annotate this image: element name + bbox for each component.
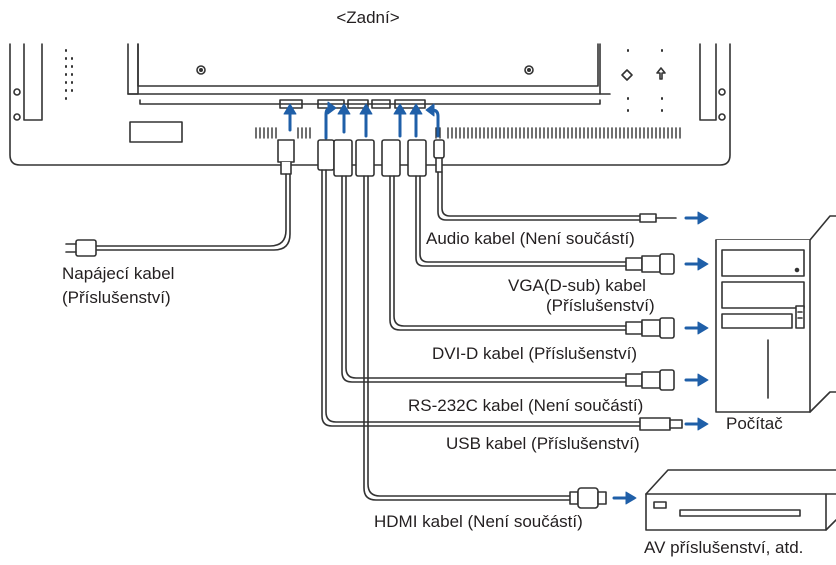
rs232c-cable-label: RS-232C kabel (Není součástí) [408,396,644,415]
dvi-cable-label: DVI-D kabel (Příslušenství) [432,344,637,363]
cable-end-connectors [569,213,683,509]
cable-runs [95,169,641,501]
pc-tower [715,215,836,413]
vent-grille [255,127,681,139]
panel-dots [65,49,663,112]
power-cable-label-2: (Příslušenství) [62,288,171,307]
device-arrows [612,211,709,505]
vga-cable-label-2: (Příslušenství) [546,296,655,315]
av-device [645,469,836,531]
hdmi-cable-label: HDMI kabel (Není součástí) [374,512,583,531]
insert-arrows [283,101,440,140]
power-cable-label: Napájecí kabel [62,264,175,283]
power-plug [65,239,97,257]
pc-label: Počítač [726,414,783,433]
av-device-label: AV příslušenství, atd. [644,538,804,557]
rear-view-title: <Zadní> [336,8,400,27]
plugs [277,139,445,177]
vga-cable-label: VGA(D-sub) kabel [508,276,646,295]
audio-cable-label: Audio kabel (Není součástí) [426,229,635,248]
usb-cable-label: USB kabel (Příslušenství) [446,434,640,453]
